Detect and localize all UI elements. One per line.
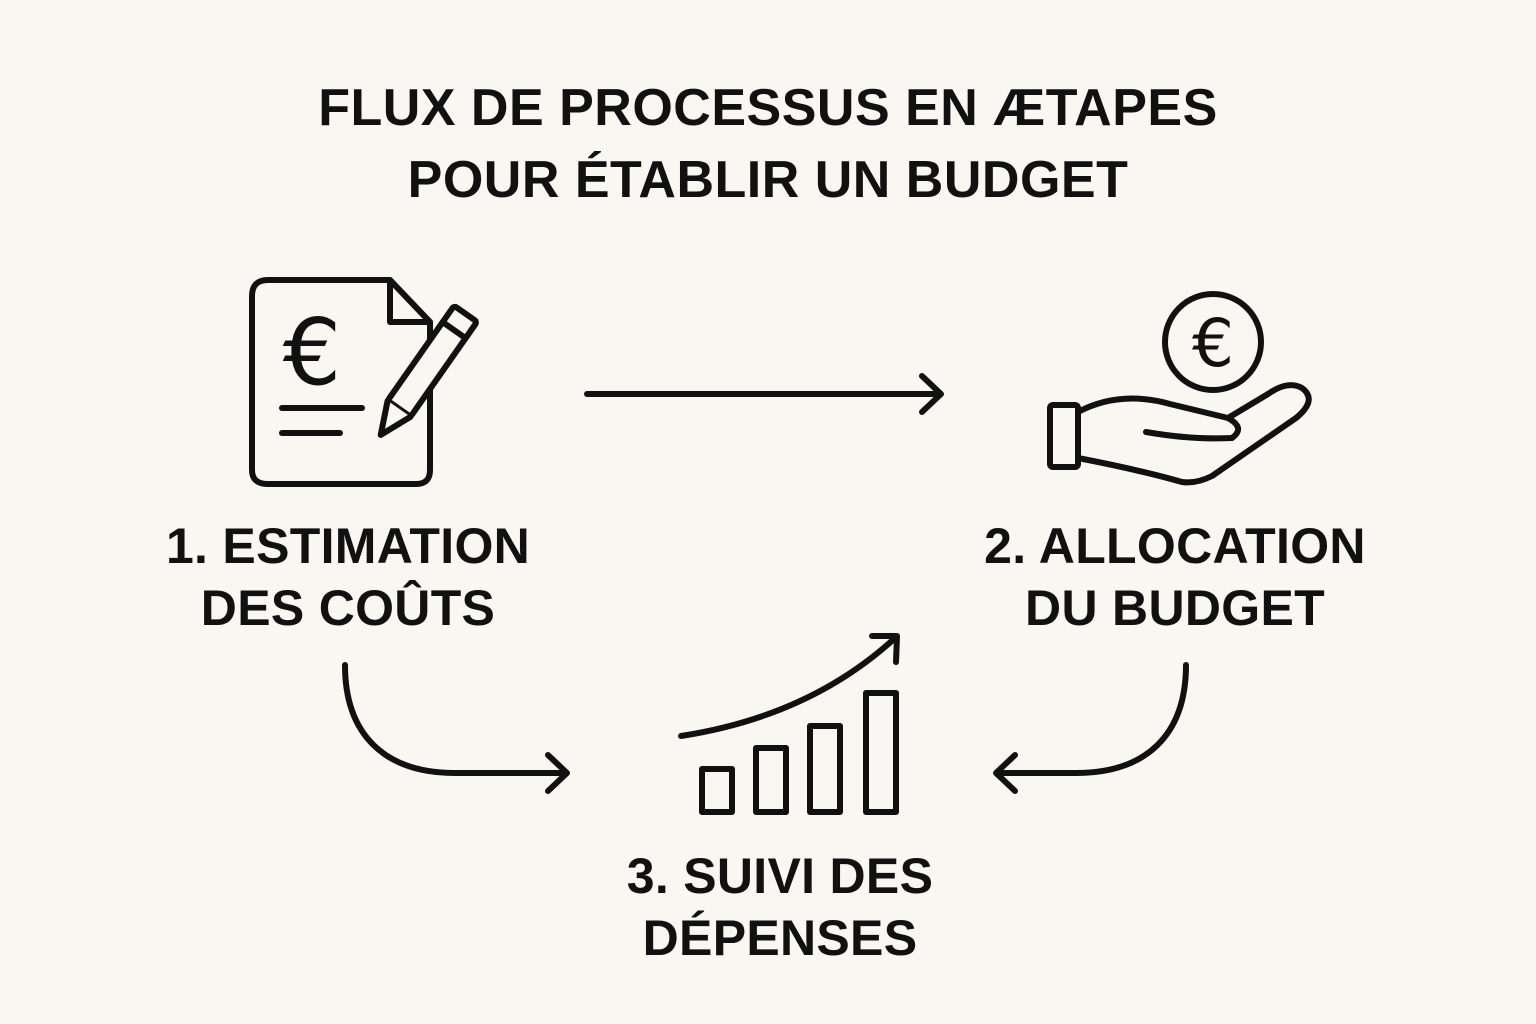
title-line-2: POUR ÉTABLIR UN BUDGET <box>407 151 1129 209</box>
bar-4 <box>863 690 899 815</box>
document-euro-symbol: € <box>283 299 342 406</box>
step-3-label-line-1: 3. SUIVI DES <box>626 848 934 904</box>
arrow-step1-to-step3 <box>342 662 570 794</box>
step-1-label-line-1: 1. ESTIMATION <box>165 518 531 574</box>
step-2-label-line-2: DU BUDGET <box>1025 580 1325 636</box>
title-line-1: FLUX DE PROCESSUS EN ÆTAPES <box>318 79 1218 137</box>
bar-2 <box>753 745 789 815</box>
hand-euro-coin-icon: € <box>1047 291 1312 486</box>
growth-arrow <box>678 635 898 739</box>
document-euro-pencil-icon: € <box>249 277 479 487</box>
bar-chart-growth-icon <box>678 633 900 815</box>
diagram-title: FLUX DE PROCESSUS EN ÆTAPES POUR ÉTABLIR… <box>0 72 1536 216</box>
step-3-label: 3. SUIVI DES DÉPENSES <box>560 845 1000 969</box>
step-2-label: 2. ALLOCATION DU BUDGET <box>955 515 1395 639</box>
bar-3 <box>807 723 843 815</box>
step-3-label-line-2: DÉPENSES <box>642 910 918 966</box>
pencil-icon <box>377 303 479 438</box>
arrow-step1-to-step2 <box>584 373 944 415</box>
bar-1 <box>699 766 735 815</box>
step-1-label-line-2: DES COÛTS <box>200 580 496 636</box>
step-2-label-line-1: 2. ALLOCATION <box>984 518 1366 574</box>
coin-euro-symbol: € <box>1192 305 1234 382</box>
arrow-step2-to-step3 <box>993 662 1189 794</box>
step-1-label: 1. ESTIMATION DES COÛTS <box>128 515 568 639</box>
